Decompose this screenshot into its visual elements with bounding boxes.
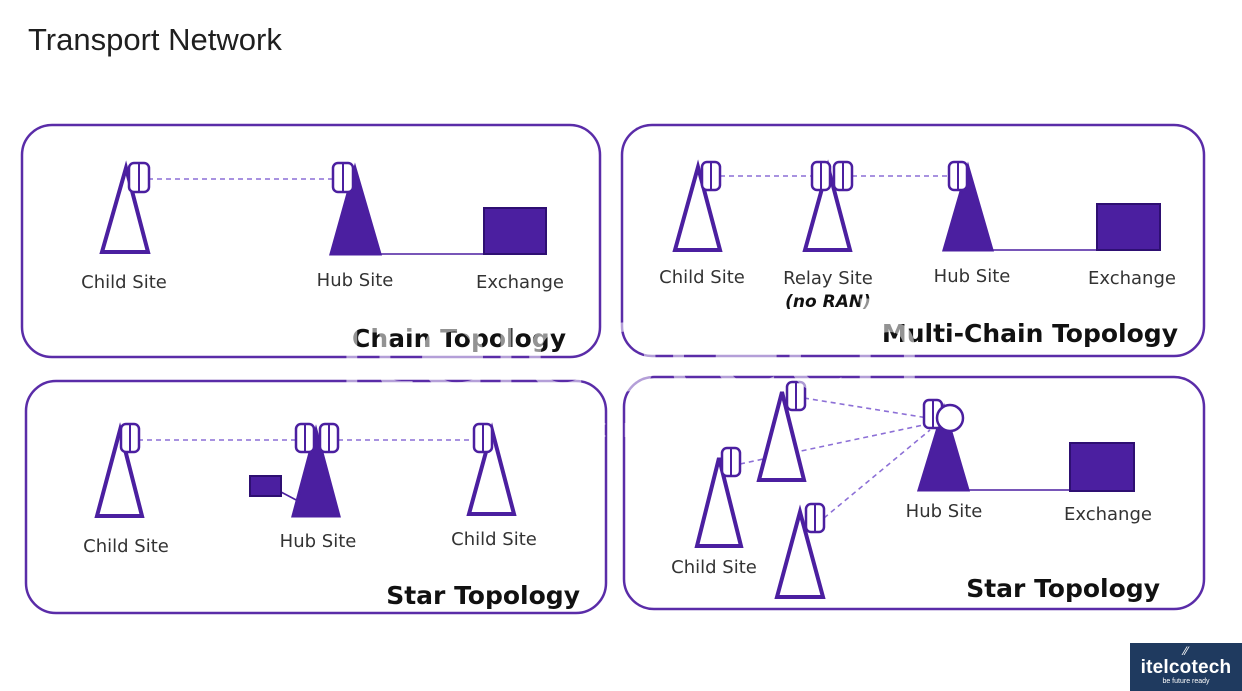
dish-antenna-icon [935, 403, 965, 433]
exchange-label: Exchange [1088, 268, 1176, 289]
hub-site-tower [942, 160, 994, 252]
hub-site-label: Hub Site [317, 270, 394, 291]
relay-site-tower [802, 159, 854, 252]
hub-site-label: Hub Site [906, 501, 983, 522]
relay-site-note: (no RAN) [785, 292, 871, 312]
child-site-tower [694, 446, 744, 548]
hub-site-tower [291, 422, 341, 518]
hub-site-label: Hub Site [280, 531, 357, 552]
panel-title: Star Topology [966, 574, 1160, 603]
panel-frame [622, 375, 1206, 611]
link-child3-hub [823, 429, 931, 519]
hub-site-label: Hub Site [934, 266, 1011, 287]
panel-frame [620, 123, 1206, 358]
child-site-label: Child Site [671, 557, 757, 578]
logo-name: itelcotech [1140, 657, 1232, 678]
exchange-label: Exchange [1064, 504, 1152, 525]
exchange-label: Exchange [476, 272, 564, 293]
exchange-box [1096, 203, 1161, 251]
panel-chain: Child Site Hub Site Exchange Chain Topol… [20, 123, 602, 359]
hub-equipment-box [249, 475, 282, 497]
exchange-box [1069, 442, 1135, 492]
panel-title: Star Topology [386, 581, 580, 610]
child-site-label: Child Site [659, 267, 745, 288]
hub-site-tower [916, 398, 971, 492]
child-site-tower [672, 159, 723, 252]
panel-multi-chain: Child Site Relay Site (no RAN) Hub Site … [620, 123, 1206, 358]
panel-star-right: Child Site Hub Site Exchange Star Topolo… [622, 375, 1206, 611]
link-child1-hub [803, 397, 929, 419]
child-site-tower [774, 502, 826, 599]
child-site-tower [756, 380, 807, 482]
panel-title: Multi-Chain Topology [882, 319, 1178, 348]
child-site-tower [466, 422, 517, 516]
hub-site-tower [329, 161, 382, 256]
child-site-label: Child Site [451, 529, 537, 550]
logo-signal-icon: ⁄⁄ [1183, 644, 1188, 658]
panel-star-left: Child Site Hub Site Child Site Star Topo… [24, 379, 608, 615]
child-site-tower [99, 160, 151, 254]
slide-title: Transport Network [28, 22, 282, 57]
panel-title: Chain Topology [352, 324, 566, 353]
relay-site-label: Relay Site [783, 268, 873, 289]
logo-tagline: be future ready [1162, 678, 1210, 685]
panel-frame [20, 123, 602, 359]
panel-frame [24, 379, 608, 615]
brand-logo: ⁄⁄ itelcotech be future ready [1130, 643, 1242, 691]
child-site-tower [94, 422, 145, 518]
child-site-label: Child Site [83, 536, 169, 557]
child-site-label: Child Site [81, 272, 167, 293]
exchange-box [483, 207, 547, 255]
